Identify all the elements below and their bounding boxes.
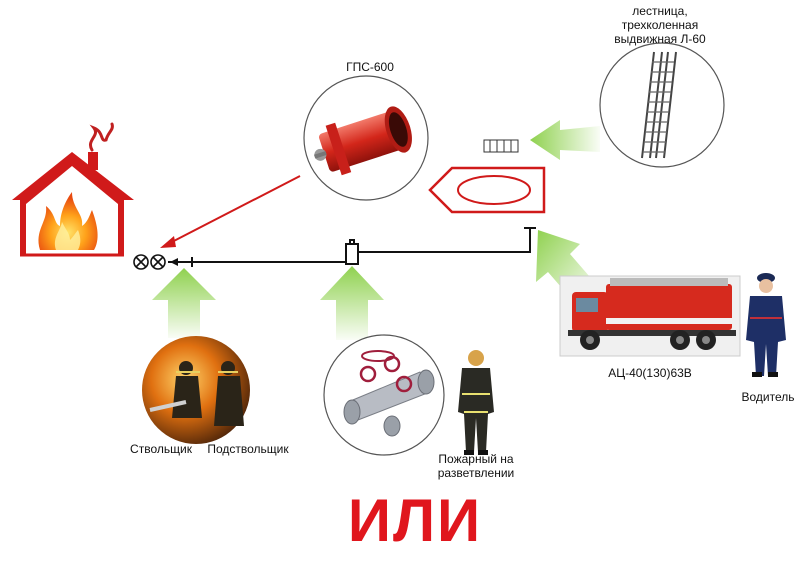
ladder-icon	[599, 42, 725, 168]
truck-label: АЦ-40(130)63В	[608, 366, 692, 380]
assistant-label: Подствольщик	[207, 442, 289, 456]
ladder-label-line3: выдвижная Л-60	[614, 32, 706, 46]
green-arrow-ladder	[530, 120, 600, 160]
hose-line-main	[168, 227, 536, 267]
driver-label: Водитель	[741, 390, 795, 404]
ladder-symbol	[483, 139, 519, 153]
green-arrow-nozzle	[152, 268, 216, 338]
gps-arrow	[160, 175, 301, 248]
nozzleman-label: Ствольщик	[130, 442, 192, 456]
green-arrow-branch	[320, 266, 384, 340]
foam-generator-icon	[303, 75, 429, 201]
ladder-label-line2: трехколенная	[621, 18, 699, 32]
ladder-label: лестница, трехколенная выдвижная Л-60	[600, 4, 720, 46]
driver-icon	[746, 273, 786, 377]
hose-branch-icon	[323, 334, 445, 456]
fire-truck-symbol	[428, 166, 546, 214]
house-fire-icon	[12, 122, 134, 257]
branch-firefighter-label: Пожарный на разветвлении	[428, 452, 524, 480]
branch-label-line1: Пожарный на	[438, 452, 514, 466]
branch-label-line2: разветвлении	[437, 466, 515, 480]
gps-label: ГПС-600	[346, 60, 394, 74]
nozzlemen-photo	[142, 336, 250, 444]
ladder-label-line1: лестница,	[632, 4, 688, 18]
or-heading: ИЛИ	[347, 487, 483, 554]
firefighter-icon	[458, 350, 494, 455]
branch-symbol	[345, 239, 359, 265]
fire-truck-icon	[559, 275, 741, 357]
nozzle-icon	[133, 254, 166, 270]
